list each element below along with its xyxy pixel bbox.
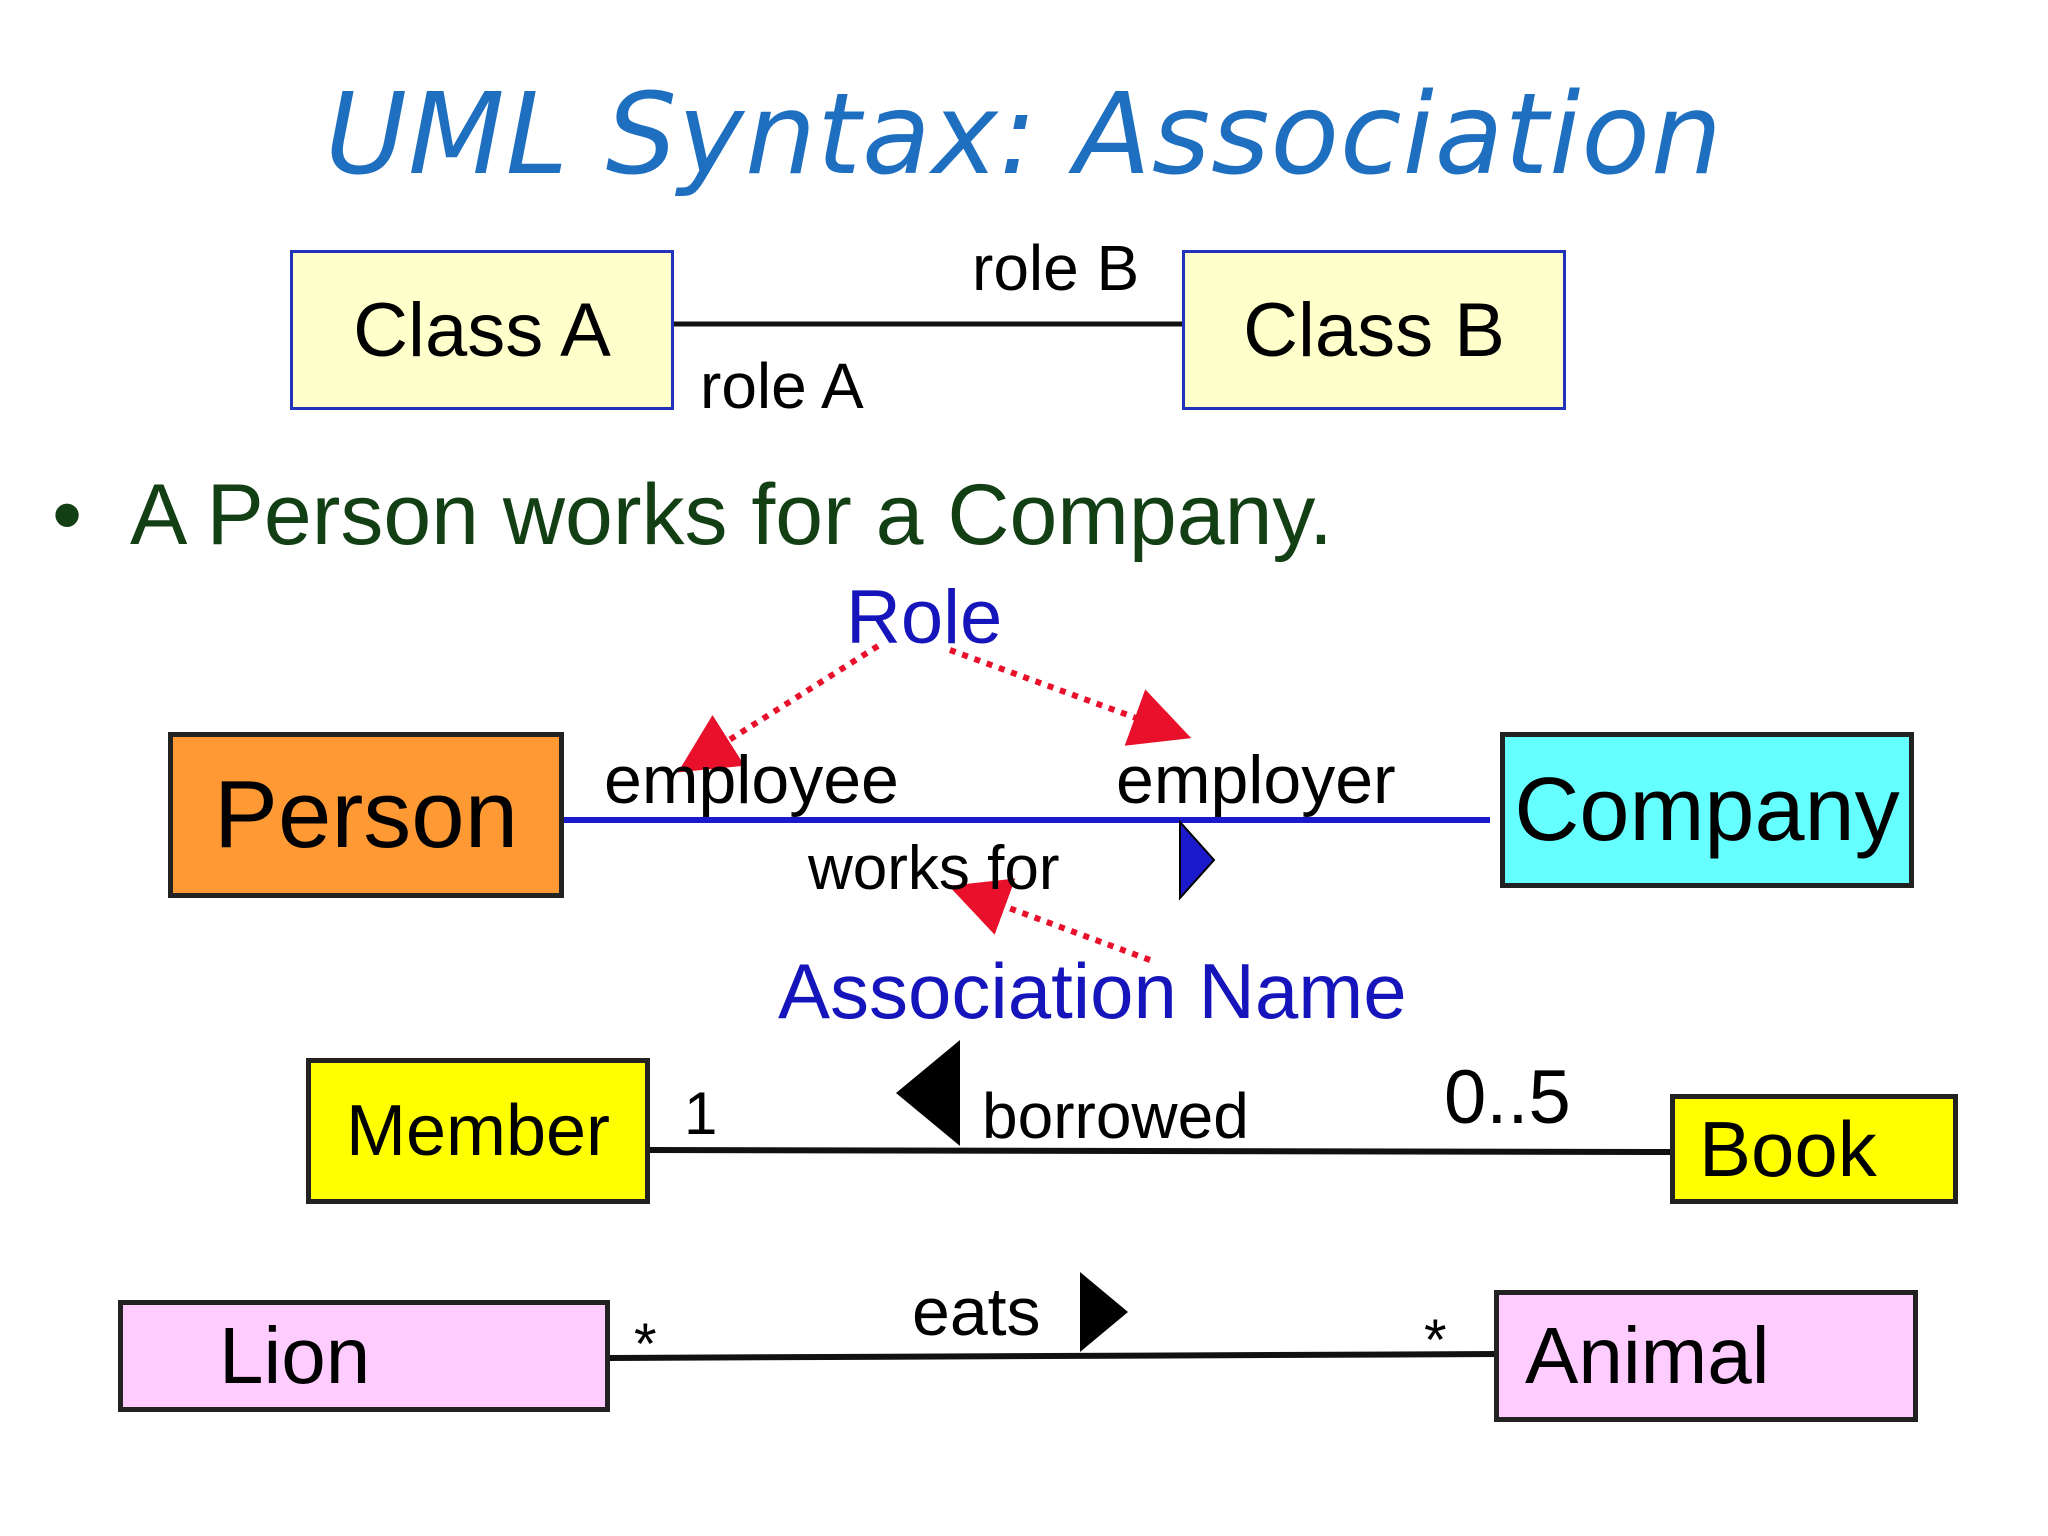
bullet-text: A Person works for a Company. — [130, 467, 1333, 563]
bullet-marker: • — [52, 467, 83, 563]
callout-role: Role — [846, 575, 1003, 660]
class-a-box: Class A — [290, 250, 674, 410]
animal-box: Animal — [1494, 1290, 1918, 1422]
lion-label: Lion — [219, 1311, 371, 1400]
callout-arrow-role-to-employee — [677, 643, 880, 773]
multiplicity-member: 1 — [684, 1080, 718, 1147]
member-label: Member — [345, 1091, 611, 1171]
association-line-borrowed — [647, 1147, 1673, 1155]
class-b-label: Class B — [1243, 287, 1505, 373]
multiplicity-animal: * — [1424, 1308, 1447, 1373]
member-box: Member — [306, 1058, 650, 1204]
lion-box: Lion — [118, 1300, 610, 1412]
role-a-label: role A — [700, 350, 864, 422]
association-name-borrowed: borrowed — [982, 1080, 1249, 1152]
book-label: Book — [1699, 1104, 1877, 1193]
role-employee-label: employee — [604, 742, 899, 818]
direction-arrow-borrowed — [896, 1040, 960, 1146]
callout-arrow-role-to-employer — [948, 647, 1192, 746]
direction-arrow-works-for — [1179, 819, 1216, 901]
bullet-point: • A Person works for a Company. — [52, 470, 1333, 560]
multiplicity-lion: * — [634, 1312, 657, 1377]
class-b-box: Class B — [1182, 250, 1566, 410]
association-name-works-for: works for — [808, 834, 1060, 903]
company-label: Company — [1514, 759, 1900, 860]
book-box: Book — [1670, 1094, 1958, 1204]
person-box: Person — [168, 732, 564, 898]
callout-association-name: Association Name — [778, 947, 1407, 1035]
person-label: Person — [213, 761, 519, 868]
multiplicity-book: 0..5 — [1444, 1055, 1571, 1140]
association-line-eats — [607, 1351, 1499, 1361]
slide-title: UML Syntax: Association — [325, 70, 1723, 200]
role-employer-label: employer — [1116, 742, 1396, 818]
role-b-label: role B — [972, 232, 1140, 304]
direction-arrow-eats — [1080, 1272, 1128, 1352]
company-box: Company — [1500, 732, 1914, 888]
animal-label: Animal — [1525, 1311, 1770, 1400]
association-name-eats: eats — [912, 1274, 1041, 1350]
class-a-label: Class A — [353, 287, 611, 373]
